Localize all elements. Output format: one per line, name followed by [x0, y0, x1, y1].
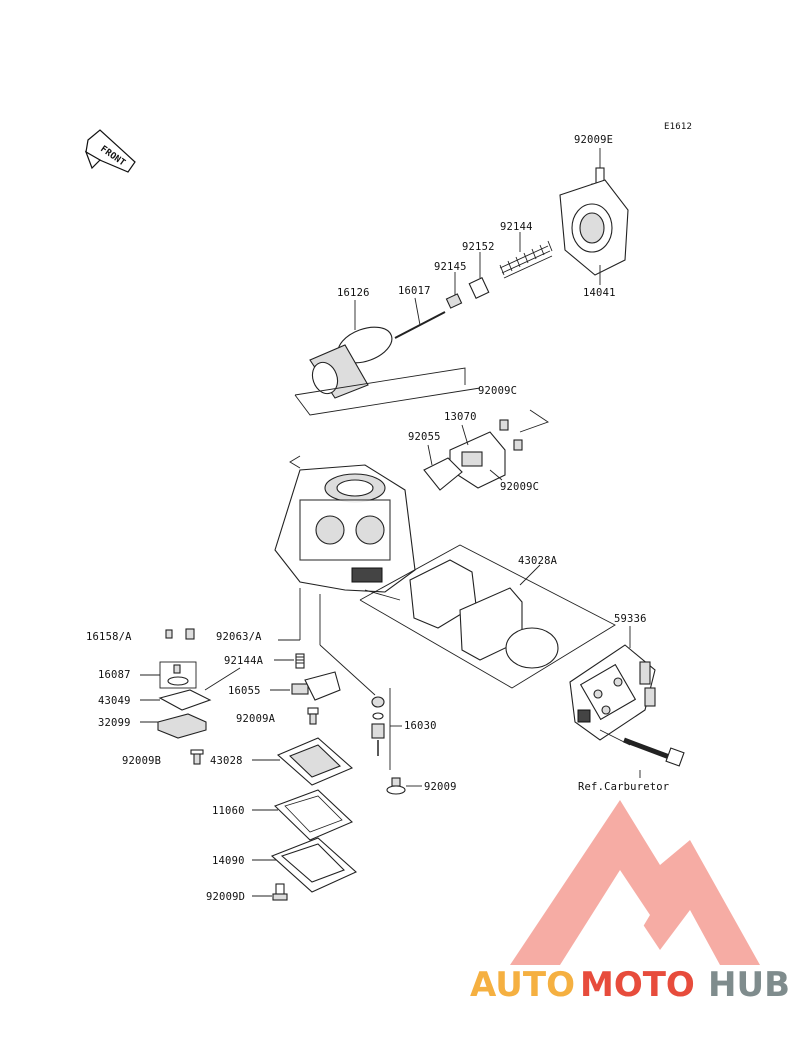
part-92055-gasket	[423, 457, 463, 491]
part-92009A-screw	[307, 707, 319, 725]
part-43028A-gasket	[409, 559, 559, 669]
part-32099-plate	[157, 713, 207, 739]
label-92055: 92055	[408, 431, 441, 443]
label-92009C-bot: 92009C	[500, 481, 539, 493]
label-92144: 92144	[500, 221, 533, 233]
label-32099: 32099	[98, 717, 131, 729]
label-59336: 59336	[614, 613, 647, 625]
part-92009B-screw	[190, 749, 204, 765]
part-92009-screw	[386, 777, 406, 795]
label-92009C-top: 92009C	[478, 385, 517, 397]
label-92063A: 92063/A	[216, 631, 262, 643]
part-43049-gasket	[158, 689, 212, 711]
front-arrow-icon: FRONT	[84, 129, 136, 173]
part-43028-diaphragm	[276, 737, 354, 786]
part-16030-jets	[371, 696, 385, 756]
label-16087: 16087	[98, 669, 131, 681]
label-43049: 43049	[98, 695, 131, 707]
label-11060: 11060	[212, 805, 245, 817]
label-ref-carburetor: Ref.Carburetor	[578, 781, 669, 793]
label-92152: 92152	[462, 241, 495, 253]
part-16158A	[165, 628, 195, 640]
part-ref-carburetor-bolt	[623, 737, 685, 767]
diagram-code: E1612	[664, 122, 692, 132]
label-43028: 43028	[210, 755, 243, 767]
watermark-moto: MOTO	[580, 965, 695, 1005]
part-92152	[468, 277, 490, 299]
watermark-auto: AUTO	[470, 965, 575, 1005]
part-16055	[291, 671, 341, 701]
part-92144A	[295, 653, 305, 669]
part-11060-gasket	[273, 789, 353, 841]
label-43028A: 43028A	[518, 555, 558, 567]
label-92009E: 92009E	[574, 134, 613, 146]
part-16087	[167, 664, 189, 686]
label-92009B: 92009B	[122, 755, 161, 767]
part-carburetor-body	[274, 455, 416, 593]
part-14090-cover	[270, 837, 357, 893]
label-16158A: 16158/A	[86, 631, 132, 643]
label-14090: 14090	[212, 855, 245, 867]
label-92145: 92145	[434, 261, 467, 273]
part-13070-bracket	[449, 431, 506, 489]
label-16126: 16126	[337, 287, 370, 299]
label-92144A: 92144A	[224, 655, 264, 667]
part-92144-spring	[499, 240, 553, 279]
label-16030: 16030	[404, 720, 437, 732]
label-14041: 14041	[583, 287, 616, 299]
label-13070: 13070	[444, 411, 477, 423]
watermark-hub: HUB	[708, 965, 790, 1005]
part-92145	[445, 293, 463, 309]
label-92009A: 92009A	[236, 713, 276, 725]
part-14041-cover	[559, 179, 629, 276]
part-92009D-screw	[272, 883, 288, 901]
watermark-text: AUTO MOTO HUB	[470, 965, 790, 1005]
watermark-logo	[510, 800, 760, 965]
label-92009D: 92009D	[206, 891, 245, 903]
part-59336-pump	[569, 644, 656, 741]
box-16087	[159, 661, 197, 689]
label-16055: 16055	[228, 685, 261, 697]
part-16126-diaphragm	[309, 326, 393, 399]
label-16017: 16017	[398, 285, 431, 297]
label-92009: 92009	[424, 781, 457, 793]
part-92009C-top	[499, 419, 523, 451]
